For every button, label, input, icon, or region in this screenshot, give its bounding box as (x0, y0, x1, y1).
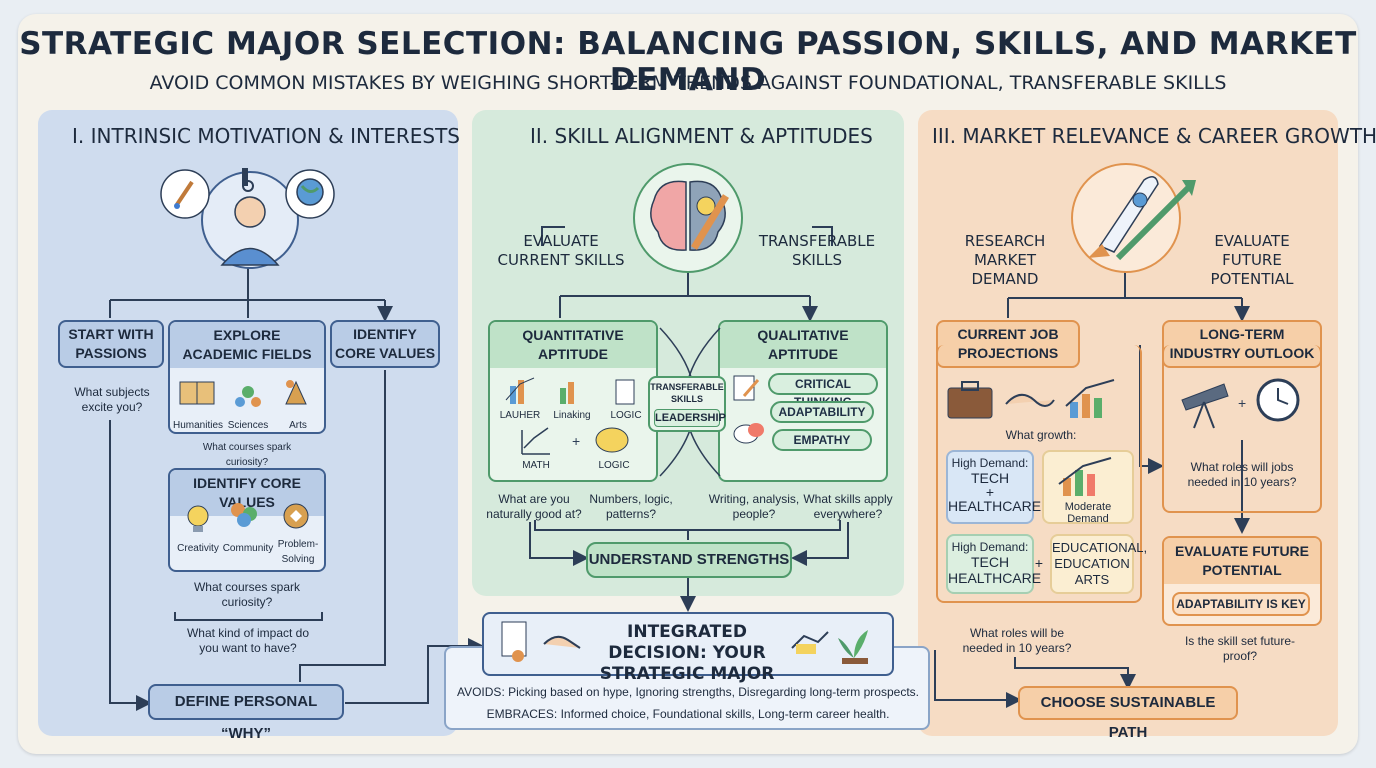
moderate-demand-label: Moderate Demand (1064, 501, 1112, 525)
explore-fields-title: EXPLORE ACADEMIC FIELDS (170, 322, 324, 368)
start-with-passions-box: START WITH PASSIONS (58, 320, 164, 368)
quantitative-title: QUANTITATIVE APTITUDE (490, 322, 656, 368)
svg-text:+: + (572, 433, 580, 449)
high-demand-box-1: High Demand: TECH + HEALTHCARE (946, 450, 1042, 524)
job-projections-box: CURRENT JOB PROJECTIONS (936, 320, 1080, 368)
roles-jobs-question: What roles will jobs needed in 10 years? (1187, 460, 1297, 489)
quant-item-3: LOGIC (610, 410, 642, 421)
question-good-at: What are you naturally good at? (486, 492, 582, 521)
transferable-skills-label: TRANSFERABLE SKILLS (758, 232, 876, 269)
high-demand-healthcare-2: HEALTHCARE (948, 570, 1042, 586)
field-icons (179, 380, 307, 407)
rocket-growth-icon (1071, 163, 1196, 273)
plus-sign: + (1034, 555, 1044, 571)
high-demand-tech-1: TECH (970, 470, 1010, 486)
brain-gear-icon (633, 163, 743, 273)
moderate-demand-box: Moderate Demand (1042, 450, 1134, 525)
values-question: What courses spark curiosity? (193, 580, 301, 609)
job-projections-panel (936, 345, 1142, 603)
high-demand-box-2: High Demand: TECH HEALTHCARE (946, 534, 1042, 594)
value-community: Community (222, 543, 274, 554)
quant-icons: + (505, 377, 635, 455)
field-arts: Arts (289, 420, 307, 431)
telescope-clock-icons: + (1181, 378, 1300, 429)
page-subtitle: AVOID COMMON MISTAKES BY WEIGHING SHORT-… (149, 72, 1227, 94)
pill-critical-thinking: CRITICAL THINKING (768, 373, 878, 409)
quant-item-1: LAUHER (499, 410, 541, 421)
transferable-center-label: TRANSFERABLE SKILLS (650, 382, 724, 404)
decision-right-icons (791, 630, 868, 664)
sustainable-path-box: CHOOSE SUSTAINABLE PATH (1018, 686, 1238, 741)
moderate-chart-icon (1058, 457, 1112, 496)
question-writing: Writing, analysis, people? (708, 492, 800, 521)
research-demand-label: RESEARCH MARKET DEMAND (964, 232, 1046, 288)
question-everywhere: What skills apply everywhere? (803, 492, 893, 521)
projection-icons (947, 379, 1115, 419)
quant-item-2: Linaking (553, 410, 591, 421)
adaptability-key-box: ADAPTABILITY IS KEY (1172, 592, 1310, 616)
value-problem-solving: Problem-Solving (277, 539, 319, 565)
field-humanities: Humanities (172, 420, 224, 431)
high-demand-tech-2: TECH (970, 554, 1010, 570)
growth-question: What growth: (1005, 428, 1077, 442)
explore-question: What courses spark curiosity? (202, 442, 292, 468)
field-sciences: Sciences (227, 420, 269, 431)
embraces-text: EMBRACES: Informed choice, Foundational … (486, 707, 890, 721)
thinking-student-icon (160, 168, 335, 269)
pill-empathy: EMPATHY (772, 429, 872, 451)
identify-core-values-box: IDENTIFY CORE VALUES (330, 320, 440, 368)
education-arts-box: EDUCATIONAL, EDUCATION ARTS (1050, 534, 1147, 594)
page-title: STRATEGIC MAJOR SELECTION: BALANCING PAS… (19, 26, 1357, 98)
future-proof-question: Is the skill set future-proof? (1184, 634, 1296, 663)
quant-item-5: LOGIC (598, 460, 630, 471)
transferable-center-box: TRANSFERABLE SKILLS LEADERSHIP (648, 376, 726, 432)
col2-heading: II. SKILL ALIGNMENT & APTITUDES (530, 124, 873, 148)
qual-icons (733, 375, 764, 444)
decision-left-icons (501, 621, 581, 662)
high-demand-healthcare-1: HEALTHCARE (948, 498, 1042, 514)
integrated-decision-title: INTEGRATED DECISION: YOUR STRATEGIC MAJO… (599, 622, 775, 684)
roles-needed-question: What roles will be needed in 10 years? (962, 626, 1072, 655)
col1-heading: I. INTRINSIC MOTIVATION & INTERESTS (72, 124, 460, 148)
question-numbers: Numbers, logic, patterns? (589, 492, 673, 521)
understand-strengths-box: UNDERSTAND STRENGTHS (586, 542, 792, 578)
values-icons (187, 503, 309, 532)
start-question: What subjects excite you? (74, 385, 150, 414)
impact-question: What kind of impact do you want to have? (186, 626, 310, 655)
col3-heading: III. MARKET RELEVANCE & CAREER GROWTH (932, 124, 1376, 148)
industry-outlook-panel (1162, 345, 1322, 513)
avoids-text: AVOIDS: Picking based on hype, Ignoring … (456, 685, 919, 699)
quant-item-4: MATH (522, 460, 550, 471)
explore-fields-box: EXPLORE ACADEMIC FIELDS (168, 320, 326, 434)
high-demand-label-2: High Demand: (951, 540, 1029, 554)
define-why-box: DEFINE PERSONAL “WHY” (148, 684, 344, 742)
svg-text:+: + (1238, 395, 1246, 411)
evaluate-future-label: EVALUATE FUTURE POTENTIAL (1210, 232, 1294, 288)
pill-adaptability: ADAPTABILITY (770, 401, 874, 423)
industry-outlook-box: LONG-TERM INDUSTRY OUTLOOK (1162, 320, 1322, 368)
evaluate-future-title: EVALUATE FUTURE POTENTIAL (1164, 538, 1320, 584)
pill-leadership: LEADERSHIP (654, 409, 726, 427)
value-creativity: Creativity (177, 543, 219, 554)
high-demand-label-1: High Demand: (951, 456, 1029, 470)
qualitative-title: QUALITATIVE APTITUDE (720, 322, 886, 368)
evaluate-skills-label: EVALUATE CURRENT SKILLS (497, 232, 625, 269)
high-demand-plus: + (985, 484, 995, 500)
